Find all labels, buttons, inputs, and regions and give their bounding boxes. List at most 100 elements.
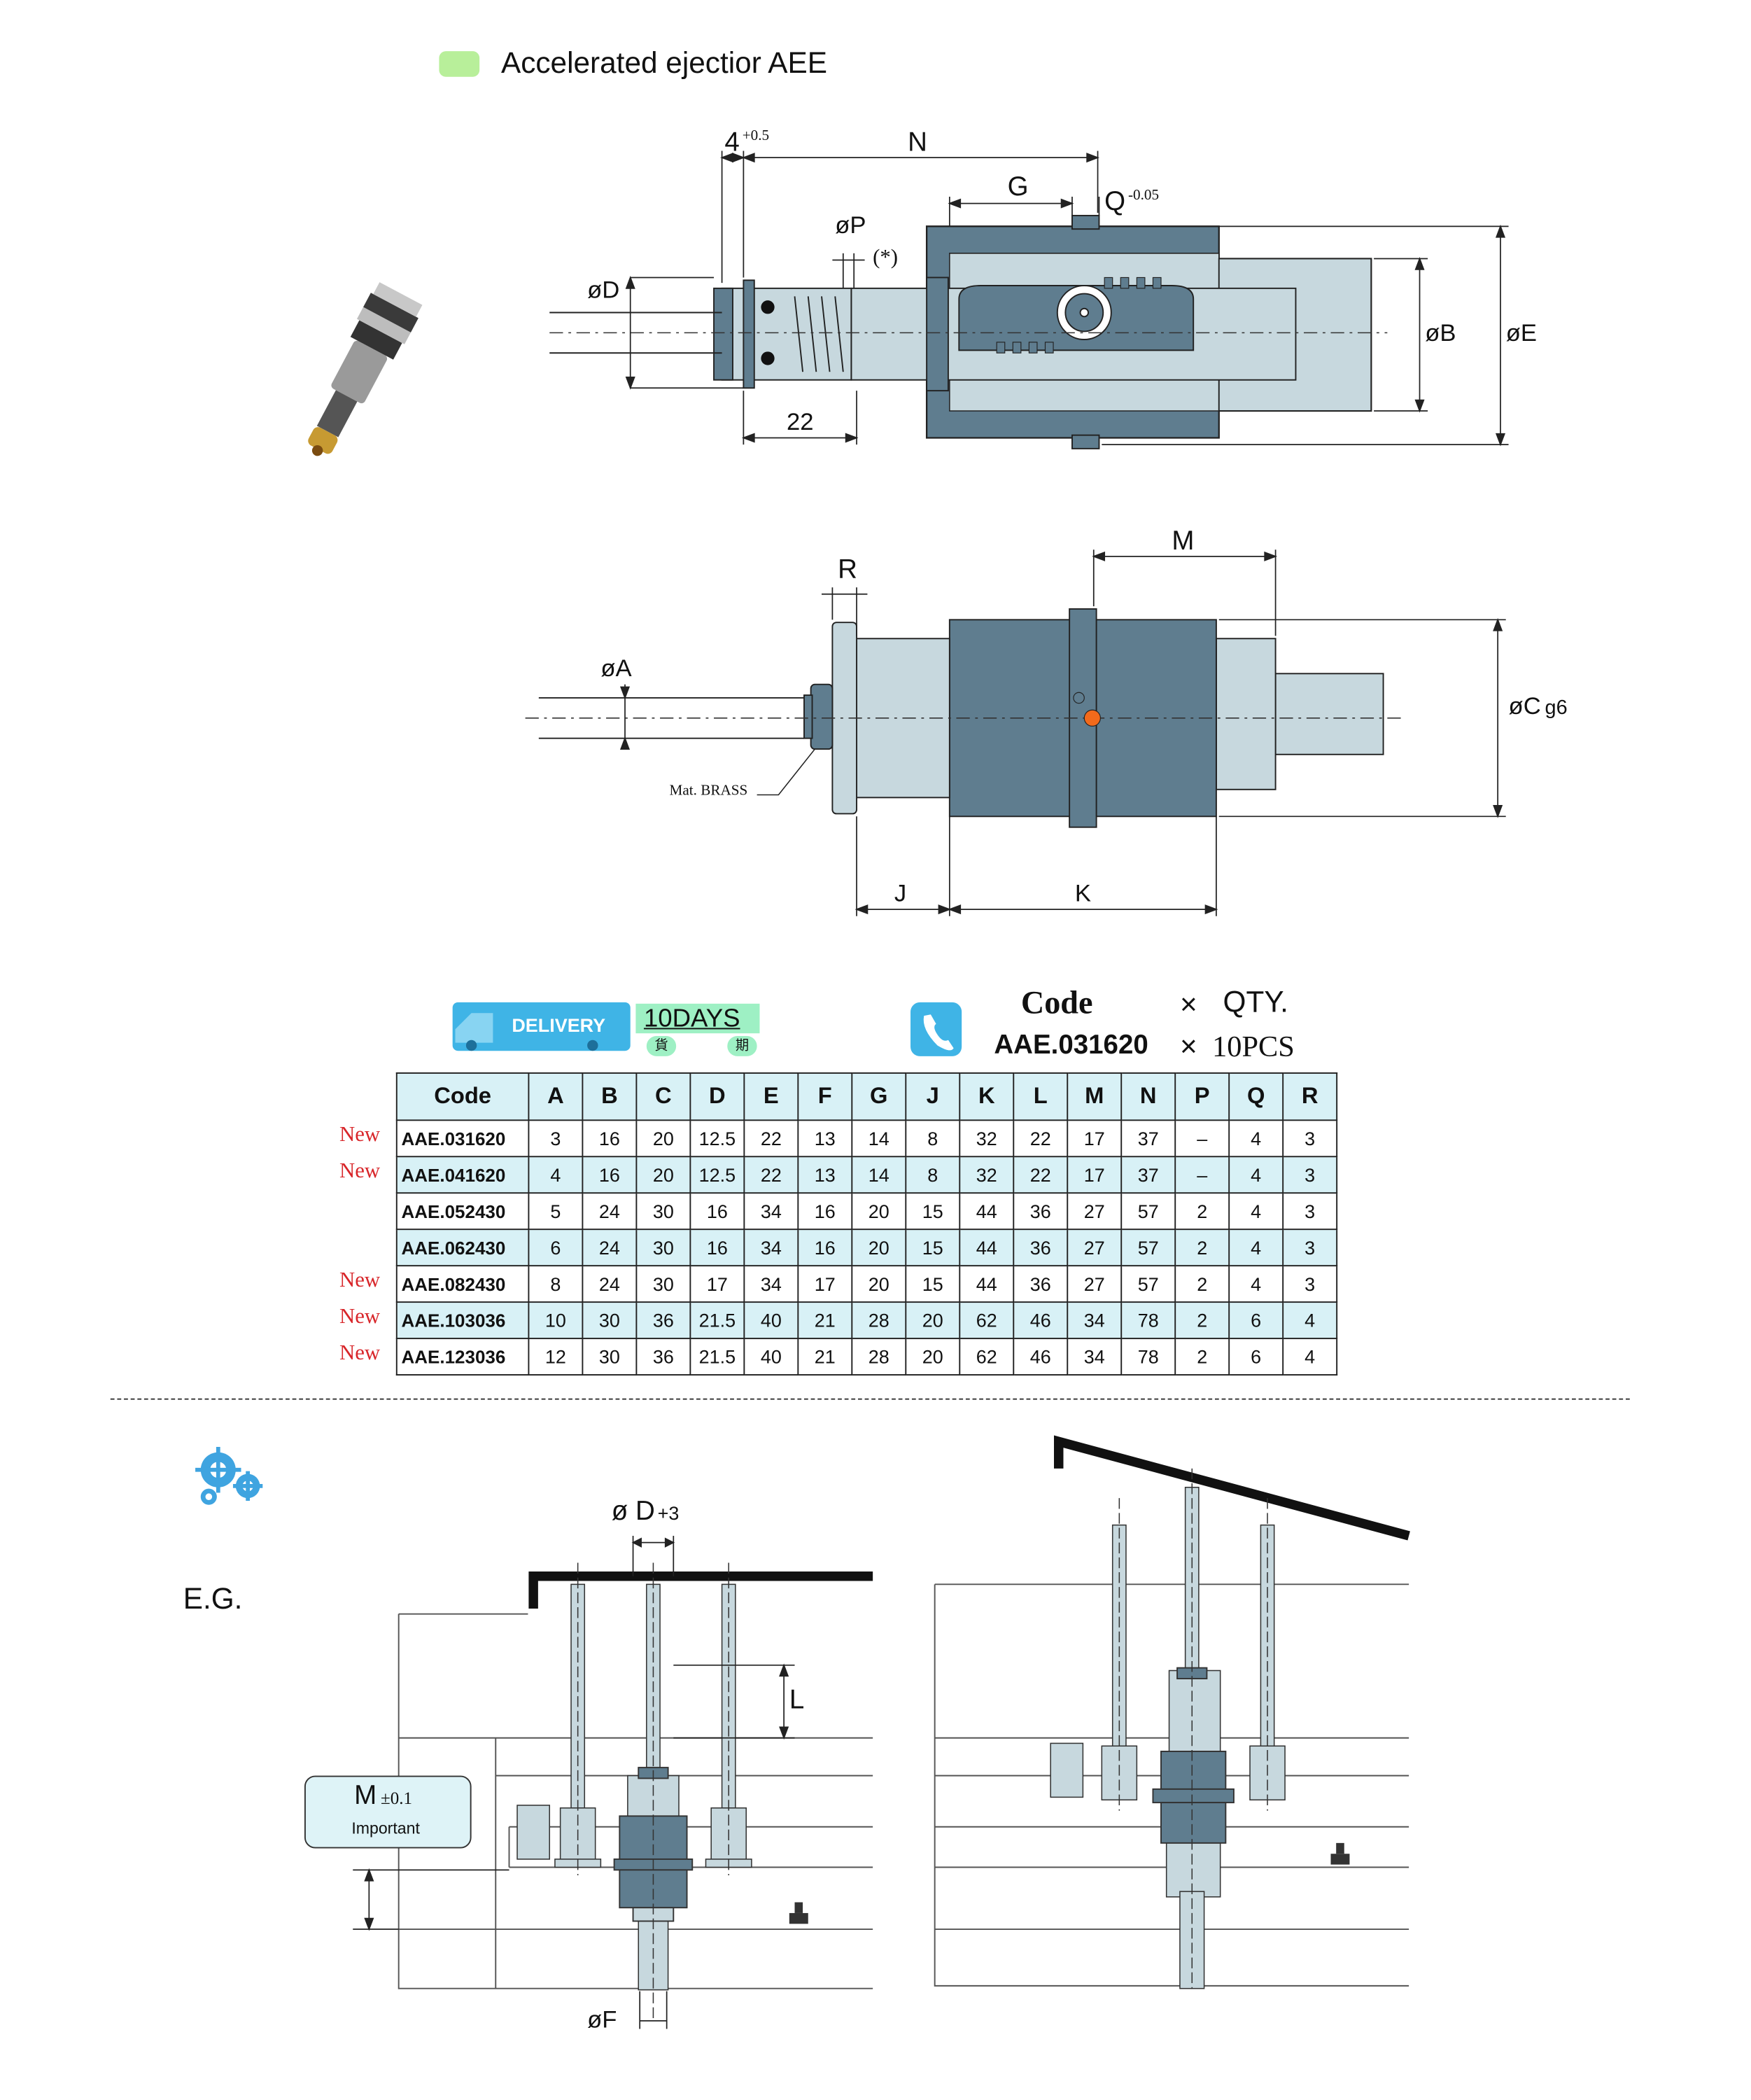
table-cell-k: 44 [959,1228,1015,1267]
new-tag: New [339,1341,381,1365]
table-cell-g: 14 [851,1156,907,1194]
table-cell-a: 6 [528,1228,584,1267]
table-cell-p: 2 [1174,1338,1230,1376]
table-cell-p: 2 [1174,1265,1230,1303]
table-cell-d: 17 [689,1265,745,1303]
table-header-q: Q [1228,1072,1284,1121]
dim-A: øA [600,654,632,682]
table-cell-e: 34 [743,1228,799,1267]
table-cell-b: 30 [582,1338,638,1376]
table-cell-code: AAE.123036 [395,1338,530,1376]
table-cell-c: 20 [635,1119,691,1158]
table-cell-f: 13 [797,1156,853,1194]
table-cell-m: 34 [1067,1301,1123,1340]
table-cell-a: 12 [528,1338,584,1376]
table-cell-n: 78 [1120,1301,1176,1340]
table-cell-a: 8 [528,1265,584,1303]
table-cell-f: 16 [797,1228,853,1267]
table-cell-d: 12.5 [689,1119,745,1158]
table-cell-n: 57 [1120,1265,1176,1303]
table-cell-j: 15 [905,1228,961,1267]
table-cell-a: 4 [528,1156,584,1194]
table-header-g: G [851,1072,907,1121]
section-divider [110,1398,1630,1400]
table-cell-g: 28 [851,1338,907,1376]
table-cell-d: 12.5 [689,1156,745,1194]
table-header-c: C [635,1072,691,1121]
table-cell-k: 62 [959,1301,1015,1340]
material-note: Mat. BRASS [669,783,748,799]
new-tag: New [339,1268,381,1292]
table-cell-p: 2 [1174,1228,1230,1267]
table-cell-g: 20 [851,1265,907,1303]
table-header-e: E [743,1072,799,1121]
table-cell-e: 40 [743,1301,799,1340]
table-header-code: Code [395,1072,530,1121]
table-cell-d: 16 [689,1228,745,1267]
new-tag: New [339,1160,381,1183]
table-cell-e: 40 [743,1338,799,1376]
delivery-banner: DELIVERY [452,1002,631,1051]
table-cell-f: 21 [797,1301,853,1340]
title-marker [439,51,480,77]
table-cell-e: 22 [743,1156,799,1194]
table-header-r: R [1282,1072,1338,1121]
days-label: 10DAYS [643,1004,740,1034]
table-cell-n: 37 [1120,1156,1176,1194]
table-cell-p: 2 [1174,1301,1230,1340]
table-cell-b: 24 [582,1192,638,1231]
table-cell-r: 3 [1282,1192,1338,1231]
table-cell-r: 3 [1282,1119,1338,1158]
table-cell-l: 46 [1013,1301,1069,1340]
table-cell-a: 5 [528,1192,584,1231]
table-cell-n: 57 [1120,1228,1176,1267]
table-cell-r: 3 [1282,1228,1338,1267]
table-cell-m: 34 [1067,1338,1123,1376]
new-tag: New [339,1124,381,1147]
dim-E: øE [1505,319,1537,346]
table-cell-r: 4 [1282,1338,1338,1376]
example-label: E.G. [183,1581,243,1616]
table-cell-b: 30 [582,1301,638,1340]
table-cell-e: 22 [743,1119,799,1158]
table-cell-q: 6 [1228,1338,1284,1376]
table-cell-g: 28 [851,1301,907,1340]
table-header-n: N [1120,1072,1176,1121]
table-cell-b: 24 [582,1265,638,1303]
m-label: M±0.1 [354,1781,413,1811]
table-header-f: F [797,1072,853,1121]
table-cell-f: 21 [797,1338,853,1376]
table-header-d: D [689,1072,745,1121]
truck-icon [455,1013,598,1051]
table-cell-a: 10 [528,1301,584,1340]
delivery-label: DELIVERY [512,1014,606,1037]
table-cell-j: 20 [905,1301,961,1340]
table-cell-n: 78 [1120,1338,1176,1376]
table-cell-g: 20 [851,1228,907,1267]
order-code-label: Code [1020,986,1093,1021]
important-label: Important [351,1819,420,1838]
table-header-k: K [959,1072,1015,1121]
table-header-a: A [528,1072,584,1121]
table-cell-b: 16 [582,1156,638,1194]
table-cell-b: 24 [582,1228,638,1267]
dim-R: R [838,554,857,585]
dim-star-note: (*) [873,246,899,270]
table-cell-j: 15 [905,1265,961,1303]
order-qty-label: QTY. [1223,984,1288,1018]
days-sub-1: 貨 [646,1036,677,1056]
m-tolerance-callout: M±0.1 Important [304,1775,472,1849]
dim-22: 22 [786,408,814,435]
